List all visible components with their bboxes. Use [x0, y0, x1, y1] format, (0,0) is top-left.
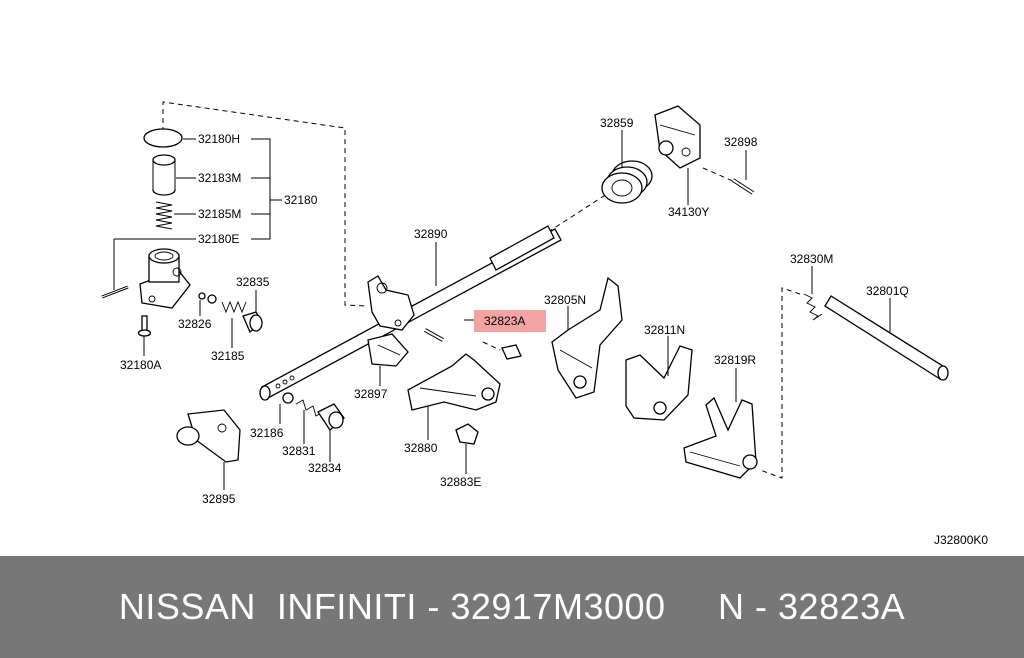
label-32859: 32859 — [600, 116, 634, 130]
label-32183M: 32183M — [198, 171, 241, 185]
plug-32834 — [317, 403, 345, 431]
shift-lever-bracket — [367, 275, 415, 331]
label-32805N: 32805N — [544, 293, 586, 307]
footer-diagram-part-number: N - 32823A — [718, 586, 906, 627]
shift-fork-32811N — [625, 345, 693, 421]
label-32880: 32880 — [404, 441, 438, 455]
label-32180: 32180 — [284, 193, 318, 207]
label-34130Y: 34130Y — [668, 205, 709, 219]
spring-32830M — [803, 293, 823, 321]
bolt-near-32880 — [501, 344, 522, 360]
pin-32180E — [101, 285, 129, 299]
label-32185: 32185 — [211, 349, 245, 363]
dashed-guide-bolt — [482, 341, 501, 351]
bushing-32859 — [601, 160, 653, 204]
pin-32898 — [731, 178, 755, 195]
spring-32831 — [295, 399, 324, 417]
stopper-32883E — [455, 423, 479, 445]
label-32890: 32890 — [414, 227, 448, 241]
spring-32185 — [221, 300, 247, 314]
label-32826: 32826 — [178, 317, 212, 331]
label-32811N: 32811N — [644, 323, 685, 337]
dashed-guide-shaft-to-bushing — [547, 191, 611, 233]
housing-32180E — [139, 248, 191, 309]
label-32801Q: 32801Q — [866, 284, 909, 298]
spring-32185M — [155, 201, 173, 230]
dashed-guide-top — [162, 101, 369, 307]
shift-arm-32897 — [367, 333, 409, 367]
footer-brand-part-number: NISSAN INFINITI - 32917M3000 — [118, 586, 666, 627]
bolt-32180A — [137, 315, 152, 337]
shift-fork-32819R — [683, 396, 758, 479]
label-32898: 32898 — [724, 135, 758, 149]
diagram-code: J32800K0 — [934, 533, 988, 547]
shift-fork-32805N — [551, 276, 623, 399]
label-32895: 32895 — [202, 492, 236, 506]
label-32186: 32186 — [250, 426, 284, 440]
label-32180E: 32180E — [198, 232, 239, 246]
bracket-32895 — [176, 409, 241, 463]
plunger-32183M — [152, 154, 176, 196]
footer-banner: NISSAN INFINITI - 32917M3000 N - 32823A — [0, 556, 1024, 658]
footer-spacer — [666, 586, 719, 628]
label-32180A: 32180A — [120, 358, 161, 372]
dashed-guide-rod — [759, 287, 801, 479]
ball-32186 — [282, 392, 294, 404]
ball-32826 — [198, 292, 217, 304]
parts-diagram: 32180H 32183M 32185M 32180E 32180 32835 … — [101, 101, 989, 547]
label-32835: 32835 — [236, 275, 270, 289]
label-32823A: 32823A — [484, 314, 525, 328]
label-32819R: 32819R — [714, 353, 756, 367]
label-32830M: 32830M — [790, 252, 833, 266]
bracket-34130Y — [654, 105, 701, 169]
label-32831: 32831 — [282, 444, 316, 458]
plug-32835 — [242, 311, 263, 334]
label-32834: 32834 — [308, 461, 342, 475]
label-32180H: 32180H — [198, 132, 240, 146]
selector-32880 — [407, 353, 501, 411]
highlight-32823A — [474, 310, 546, 332]
pin-32823A — [424, 328, 444, 342]
label-32883E: 32883E — [440, 475, 481, 489]
seal-ring-32180H — [143, 128, 183, 148]
dashed-guide-pin — [702, 167, 743, 186]
rod-32801Q — [824, 295, 949, 381]
label-32897: 32897 — [354, 387, 388, 401]
label-32185M: 32185M — [198, 207, 241, 221]
